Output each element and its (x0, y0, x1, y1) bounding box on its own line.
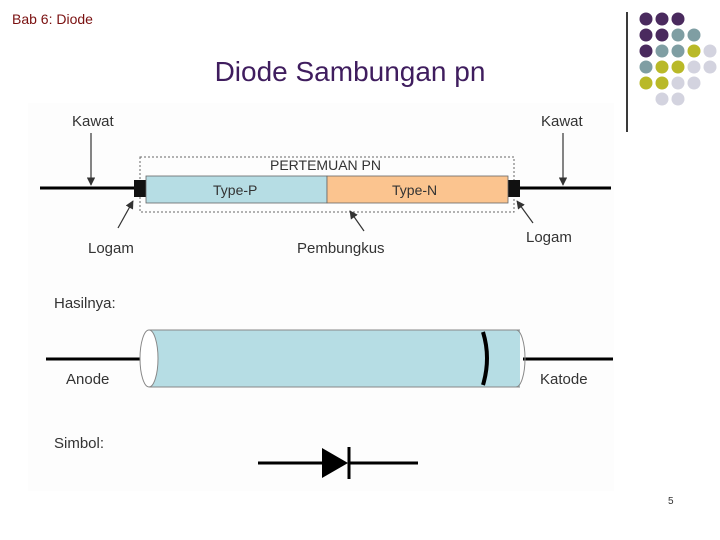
label-type-n: Type-N (392, 182, 437, 198)
decorative-dot (671, 76, 685, 90)
decorative-dot (655, 76, 669, 90)
region-type-p (145, 175, 328, 204)
decorative-dot (687, 76, 701, 90)
label-pertemuan-pn: PERTEMUAN PN (270, 157, 381, 173)
decorative-dot (639, 60, 653, 74)
decorative-dot (671, 44, 685, 58)
diode-left-cap (139, 329, 159, 388)
decorative-dot (655, 92, 669, 106)
decorative-dot (639, 44, 653, 58)
decorative-dot (687, 60, 701, 74)
decorative-dot (639, 76, 653, 90)
label-simbol: Simbol: (54, 435, 104, 452)
decorative-dot (655, 44, 669, 58)
label-katode: Katode (540, 371, 588, 388)
label-kawat-right: Kawat (541, 113, 584, 130)
divider-line (626, 12, 628, 132)
decorative-dot (671, 60, 685, 74)
decorative-dot (687, 44, 701, 58)
cathode-band (481, 331, 489, 386)
label-pembungkus: Pembungkus (297, 240, 385, 257)
label-kawat-left: Kawat (72, 113, 115, 130)
decorative-dot-grid (639, 12, 717, 106)
label-logam-right: Logam (526, 229, 572, 246)
chapter-label: Bab 6: Diode (12, 11, 93, 27)
label-logam-left: Logam (88, 240, 134, 257)
decorative-dot (671, 28, 685, 42)
diode-right-cap (515, 329, 526, 388)
decorative-dot (639, 28, 653, 42)
decorative-dot (655, 28, 669, 42)
logam-right (508, 180, 520, 197)
arrow-logam-right (516, 200, 534, 224)
label-type-p: Type-P (213, 182, 257, 198)
page-number: 5 (668, 496, 674, 507)
arrow-pembungkus (349, 210, 365, 232)
region-type-n (326, 175, 509, 204)
diode-symbol-triangle (322, 448, 348, 478)
diode-body (149, 330, 520, 387)
arrow-logam-left (117, 200, 134, 229)
label-hasilnya: Hasilnya: (54, 295, 116, 312)
decorative-dot (655, 60, 669, 74)
label-anode: Anode (66, 371, 109, 388)
slide-title: Diode Sambungan pn (214, 56, 486, 87)
diode-diagram: Kawat Kawat PERTEMUAN PN Type-P Type-N L… (28, 103, 614, 491)
decorative-dot (655, 12, 669, 26)
decorative-dot (639, 12, 653, 26)
decorative-dot (671, 12, 685, 26)
logam-left (134, 180, 146, 197)
decorative-dot (671, 92, 685, 106)
decorative-dot (687, 28, 701, 42)
decorative-dot (703, 44, 717, 58)
decorative-dot (703, 60, 717, 74)
